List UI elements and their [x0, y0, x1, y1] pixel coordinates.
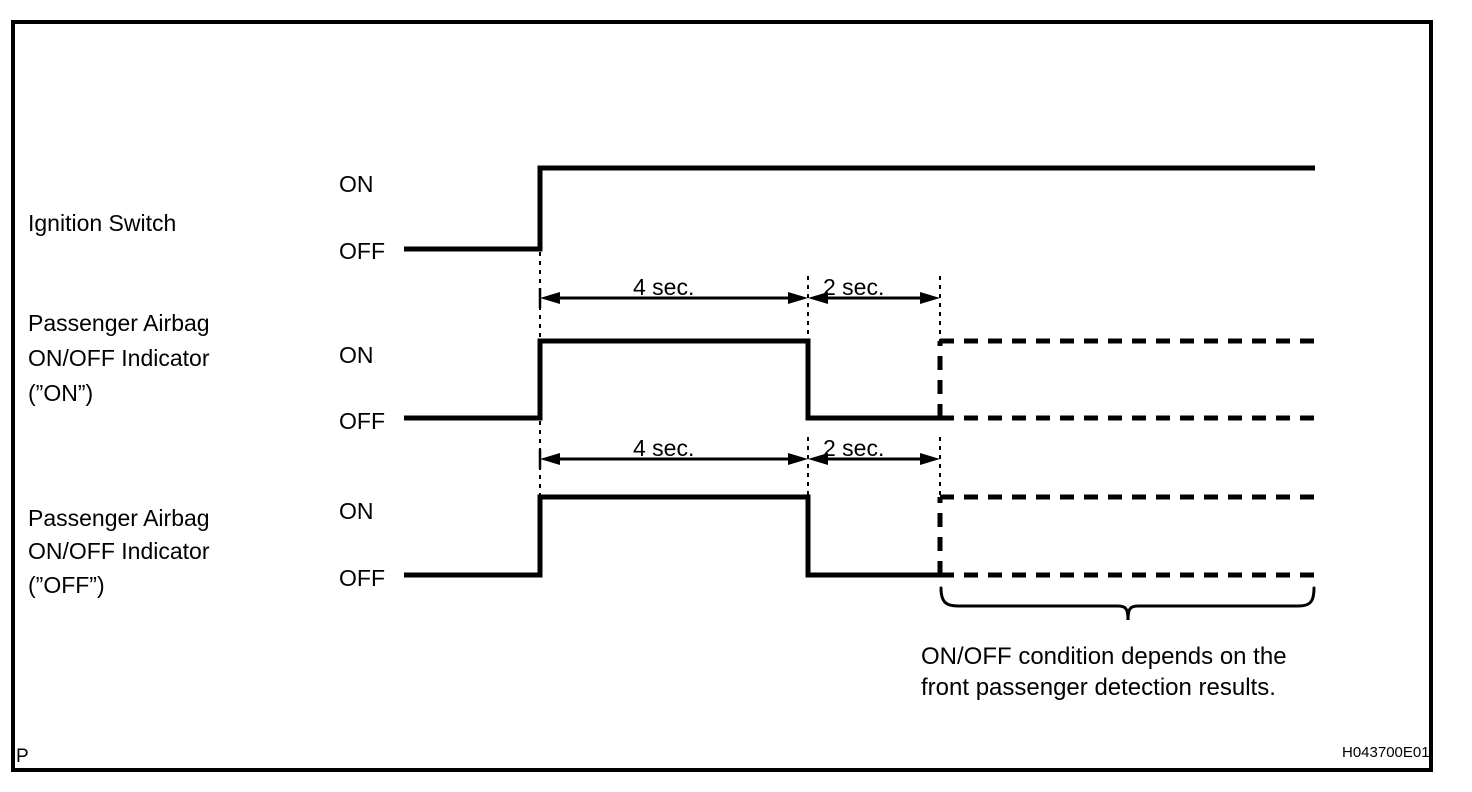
state-label-airbag-on-off: OFF — [339, 408, 385, 434]
row-label-airbag-off-line2: ON/OFF Indicator — [28, 538, 210, 564]
corner-mark-p: P — [16, 746, 29, 767]
state-label-airbag-off-off: OFF — [339, 565, 385, 591]
dim-label-row2-second: 2 sec. — [823, 274, 884, 300]
arrow-right-row3-first — [788, 453, 808, 465]
arrow-left-row2-second — [808, 292, 828, 304]
state-label-airbag-off-on: ON — [339, 498, 374, 524]
row-label-airbag-off-line1: Passenger Airbag — [28, 505, 210, 531]
caption-line-2: front passenger detection results. — [921, 674, 1276, 701]
dim-label-row2-first: 4 sec. — [633, 274, 694, 300]
waveform-airbag-off-solid — [404, 494, 940, 578]
arrow-left-row2-first — [540, 292, 560, 304]
state-label-ignition-on: ON — [339, 171, 374, 197]
state-label-airbag-on-on: ON — [339, 342, 374, 368]
dim-label-row3-second: 2 sec. — [823, 435, 884, 461]
row-label-ignition-switch: Ignition Switch — [28, 210, 176, 236]
row-label-airbag-on-line1: Passenger Airbag — [28, 310, 210, 336]
dim-label-row3-first: 4 sec. — [633, 435, 694, 461]
arrow-right-row2-first — [788, 292, 808, 304]
arrow-left-row3-first — [540, 453, 560, 465]
figure-code: H043700E01 — [1342, 744, 1430, 761]
state-label-ignition-off: OFF — [339, 238, 385, 264]
row-label-airbag-on-line2: ON/OFF Indicator — [28, 345, 210, 371]
row-label-airbag-off-line3: (”OFF”) — [28, 572, 105, 598]
arrow-right-row3-second — [920, 453, 940, 465]
waveform-ignition-switch — [404, 165, 1315, 252]
arrow-right-row2-second — [920, 292, 940, 304]
waveform-airbag-on-solid — [404, 338, 940, 421]
caption-line-1: ON/OFF condition depends on the — [921, 643, 1287, 670]
arrow-left-row3-second — [808, 453, 828, 465]
caption-brace — [939, 586, 1316, 621]
figure-frame — [11, 20, 1433, 772]
row-label-airbag-on-line3: (”ON”) — [28, 380, 93, 406]
